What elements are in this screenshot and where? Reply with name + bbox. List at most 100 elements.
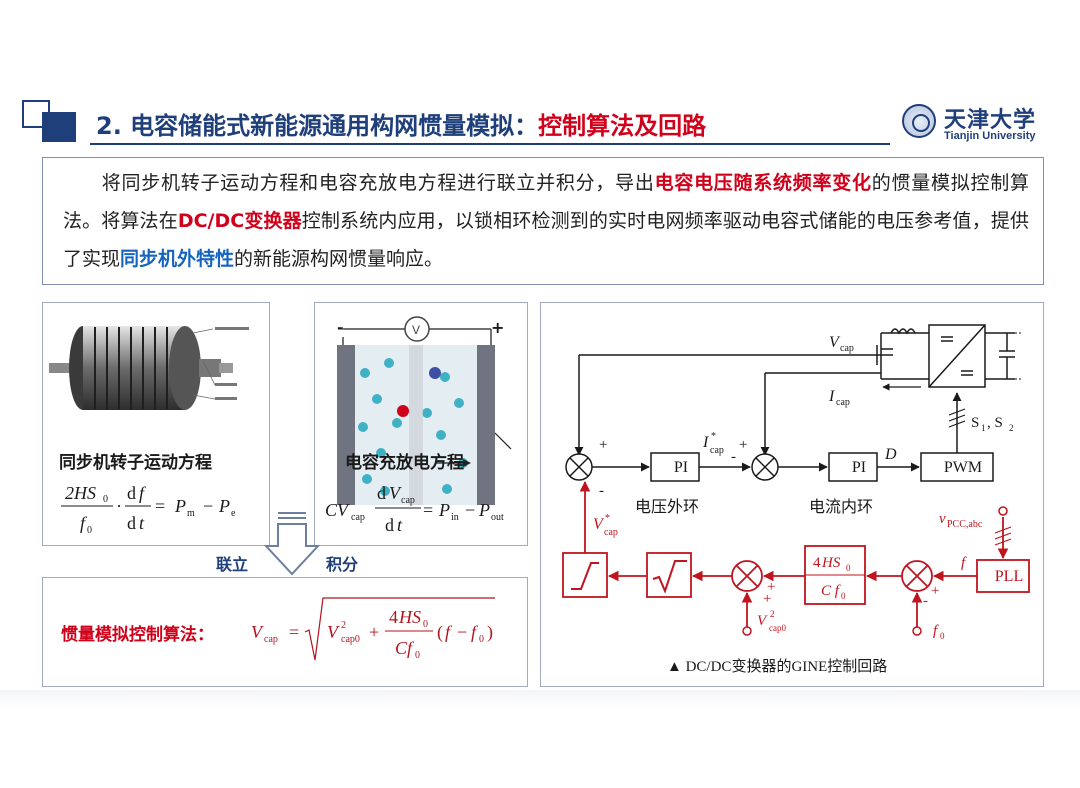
svg-text:Cf: Cf (395, 638, 415, 658)
svg-text:*: * (711, 431, 716, 442)
svg-text:): ) (487, 622, 493, 643)
capacitor-image: - + V (337, 316, 512, 505)
svg-text:+: + (739, 437, 747, 453)
svg-text:d: d (385, 515, 394, 535)
svg-text:in: in (451, 512, 459, 523)
svg-text:1: 1 (981, 423, 986, 433)
title-divider (90, 143, 890, 145)
university-name-cn: 天津大学 (944, 107, 1037, 133)
svg-text:f: f (961, 555, 967, 571)
svg-text:V: V (829, 334, 841, 351)
svg-text:P: P (174, 496, 186, 516)
intro-highlight-3: 同步机外特性 (120, 248, 235, 270)
svg-text:V: V (389, 483, 402, 503)
svg-text:2: 2 (1009, 423, 1014, 433)
svg-text:-: - (337, 318, 344, 337)
svg-text:−: − (457, 622, 467, 642)
svg-text:e: e (231, 508, 236, 519)
svg-text:out: out (491, 512, 504, 523)
intro-text-box: 将同步机转子运动方程和电容充放电方程进行联立并积分，导出电容电压随系统频率变化的… (42, 157, 1044, 285)
svg-text:+: + (599, 437, 607, 453)
svg-text:cap0: cap0 (769, 623, 786, 633)
intro-highlight-2: DC/DC变换器 (177, 210, 302, 232)
svg-text:+: + (767, 579, 775, 595)
svg-text:f: f (445, 622, 453, 642)
svg-text:HS: HS (821, 555, 841, 571)
svg-text:d: d (377, 483, 386, 503)
pwm-block: PWM (943, 459, 983, 476)
svg-text:+: + (369, 622, 379, 642)
svg-text:C f: C f (821, 583, 841, 599)
svg-text:cap: cap (401, 495, 415, 506)
svg-text:t: t (139, 513, 145, 533)
svg-text:f: f (139, 483, 147, 503)
combine-label: 联立 (216, 555, 249, 574)
svg-text:-: - (599, 483, 604, 499)
svg-text:cap: cap (264, 634, 278, 645)
svg-text:cap0: cap0 (341, 634, 360, 645)
pi-inner-block: PI (851, 459, 867, 476)
svg-text:d: d (127, 513, 136, 533)
svg-text:PCC,abc: PCC,abc (947, 519, 983, 530)
svg-text:f: f (933, 623, 939, 639)
university-seal-icon (902, 104, 936, 138)
svg-text:4: 4 (389, 607, 398, 627)
svg-text:V: V (757, 613, 768, 629)
svg-text:2: 2 (341, 620, 346, 631)
svg-text:P: P (478, 500, 490, 520)
header-decoration-block (42, 112, 76, 142)
integrate-label: 积分 (326, 555, 359, 574)
svg-text:cap: cap (604, 527, 618, 538)
svg-text:m: m (187, 508, 195, 519)
svg-text:HS: HS (398, 607, 421, 627)
rotor-image (49, 326, 249, 410)
svg-text:d: d (127, 483, 136, 503)
diagram-caption: ▲ DC/DC变换器的GINE控制回路 (667, 659, 888, 675)
pi-outer-block: PI (673, 459, 689, 476)
svg-text:P: P (438, 500, 450, 520)
svg-text:cap: cap (710, 445, 724, 456)
svg-text:−: − (203, 496, 213, 516)
svg-text:0: 0 (103, 494, 108, 505)
svg-text:S: S (971, 415, 979, 431)
outer-loop-label: 电压外环 (635, 497, 700, 516)
svg-text:0: 0 (479, 634, 484, 645)
svg-text:cap: cap (840, 343, 854, 354)
svg-text:0: 0 (940, 631, 945, 641)
svg-text:(: ( (437, 622, 443, 643)
svg-text:2HS: 2HS (65, 483, 96, 503)
svg-text:f: f (471, 622, 479, 642)
svg-text:cap: cap (836, 397, 850, 408)
page-title: 2. 电容储能式新能源通用构网惯量模拟：控制算法及回路 (96, 112, 707, 140)
svg-text:cap: cap (351, 512, 365, 523)
svg-text:CV: CV (325, 500, 350, 520)
svg-text:-: - (731, 449, 736, 465)
svg-text:D: D (884, 446, 897, 463)
svg-text:, S: , S (987, 415, 1003, 431)
svg-text:I: I (828, 388, 835, 405)
svg-text:+: + (931, 583, 939, 599)
svg-text:=: = (423, 500, 433, 520)
svg-text:-: - (923, 593, 928, 609)
svg-text:0: 0 (841, 591, 846, 601)
svg-text:=: = (289, 622, 299, 642)
svg-text:V: V (593, 516, 605, 533)
svg-text:V: V (251, 622, 264, 642)
pll-block: PLL (994, 568, 1024, 585)
svg-text:4: 4 (813, 555, 821, 571)
title-highlight: 控制算法及回路 (538, 112, 707, 140)
svg-text:−: − (465, 500, 475, 520)
inner-loop-label: 电流内环 (809, 497, 874, 516)
svg-text:*: * (605, 513, 610, 524)
svg-text:v: v (939, 511, 946, 527)
rotor-equation-label: 同步机转子运动方程 (59, 453, 212, 473)
svg-text:=: = (155, 496, 165, 516)
svg-text:0: 0 (87, 525, 92, 536)
svg-text:t: t (397, 515, 403, 535)
